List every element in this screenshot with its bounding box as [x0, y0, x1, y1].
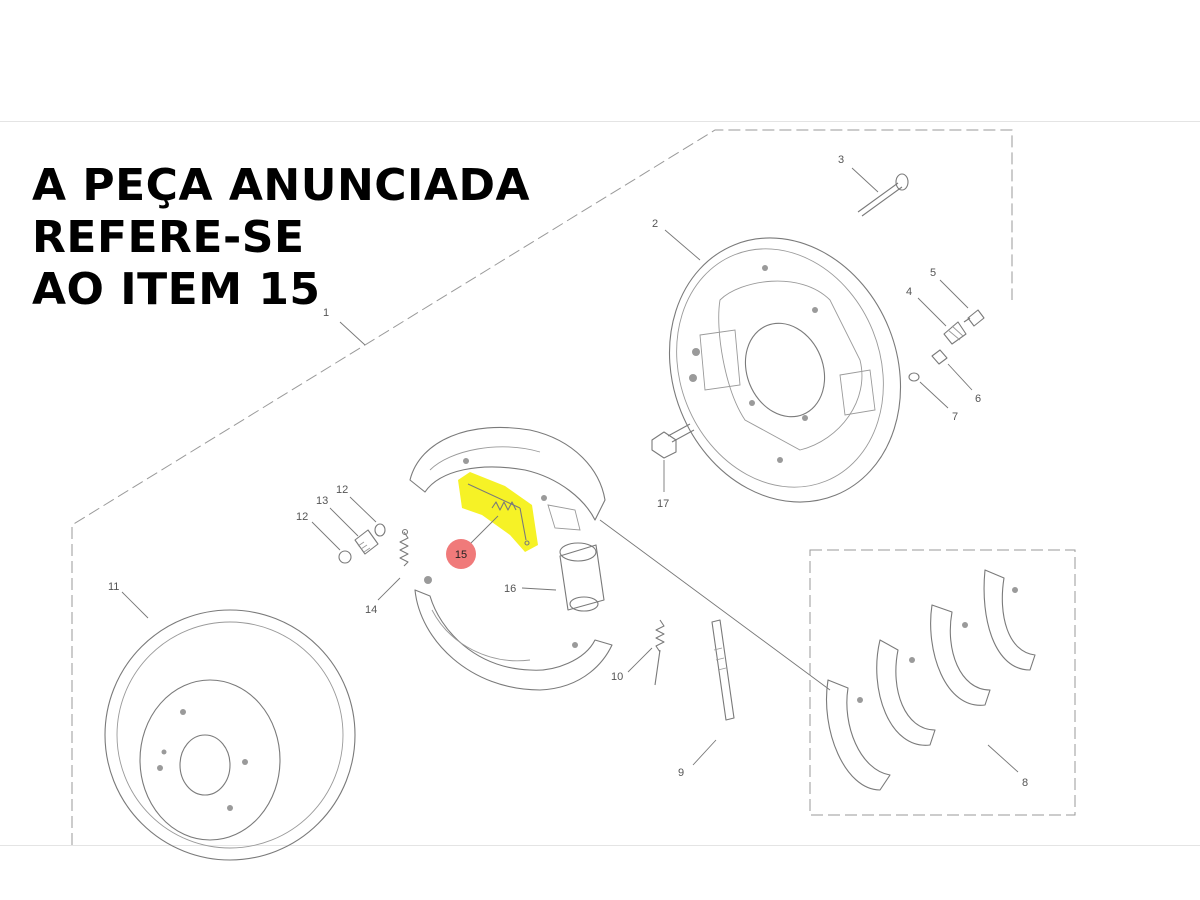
- callout-11: 11: [108, 581, 119, 593]
- callout-16: 16: [504, 583, 516, 595]
- shoe-set-boundary: [809, 549, 1076, 816]
- assembly-boundary: [71, 129, 1013, 845]
- callout-4-leader: [917, 297, 947, 327]
- callout-4: 4: [906, 286, 912, 298]
- item-15-highlight: [458, 472, 538, 552]
- callout-8-leader: [987, 744, 1019, 773]
- callout-8: 8: [1022, 777, 1028, 789]
- nut-item-6: [931, 349, 948, 365]
- callout-3: 3: [838, 154, 844, 166]
- headline: A PEÇA ANUNCIADA REFERE-SE AO ITEM 15: [32, 160, 530, 316]
- callout-16-leader: [521, 587, 557, 591]
- headline-line-1: A PEÇA ANUNCIADA: [32, 160, 531, 211]
- headline-line-2: REFERE-SE: [32, 212, 305, 263]
- callout-12b-leader: [311, 521, 341, 551]
- bottom-border: [0, 845, 1200, 846]
- callout-9-leader: [692, 739, 717, 766]
- callout-5-leader: [939, 279, 969, 309]
- callout-14: 14: [365, 604, 377, 616]
- bleeder-screw-item-5: [963, 309, 985, 327]
- callout-13: 13: [316, 495, 328, 507]
- callout-6: 6: [975, 393, 981, 405]
- callout-14-leader: [377, 577, 401, 601]
- shoe-set-pointer: [599, 519, 831, 691]
- lower-brake-shoe: [414, 576, 613, 691]
- item-15-marker: 15: [446, 539, 476, 569]
- callout-2: 2: [652, 218, 658, 230]
- callout-13-leader: [329, 507, 359, 537]
- adjuster-lever-item-9: [711, 619, 735, 721]
- top-border: [0, 121, 1200, 122]
- adjuster-parts-items-12-13: [338, 523, 386, 564]
- callout-3-leader: [851, 167, 879, 193]
- callout-1: 1: [323, 307, 329, 319]
- callout-7-leader: [919, 381, 949, 409]
- callout-6-leader: [947, 363, 973, 391]
- callout-2-leader: [664, 229, 701, 261]
- item-15-label: 15: [455, 549, 467, 561]
- callout-17: 17: [657, 498, 669, 510]
- brake-drum-item-11: [104, 609, 356, 861]
- nipple-item-4: [943, 321, 967, 345]
- bolt-item-17: [651, 423, 695, 459]
- callout-10: 10: [611, 671, 623, 683]
- callout-5: 5: [930, 267, 936, 279]
- spring-item-10: [654, 619, 665, 686]
- callout-10-leader: [627, 647, 653, 673]
- backing-plate-item-2: [668, 237, 902, 503]
- upper-brake-shoe: [409, 426, 606, 531]
- spring-item-14: [399, 528, 409, 567]
- callout-15-leader: [467, 515, 499, 547]
- washer-item-7: [908, 372, 920, 382]
- callout-11-leader: [121, 591, 149, 619]
- callout-1-leader: [339, 321, 366, 346]
- item-15-spring-highlighted: [458, 472, 538, 552]
- callout-12a: 12: [336, 484, 348, 496]
- callout-9: 9: [678, 767, 684, 779]
- callout-7: 7: [952, 411, 958, 423]
- shoe-set-item-8: [826, 569, 1036, 791]
- headline-line-3: AO ITEM 15: [32, 264, 321, 315]
- callout-12b: 12: [296, 511, 308, 523]
- wheel-cylinder-item-16: [559, 542, 605, 612]
- bolt-item-3: [857, 173, 909, 217]
- callout-12a-leader: [349, 496, 377, 523]
